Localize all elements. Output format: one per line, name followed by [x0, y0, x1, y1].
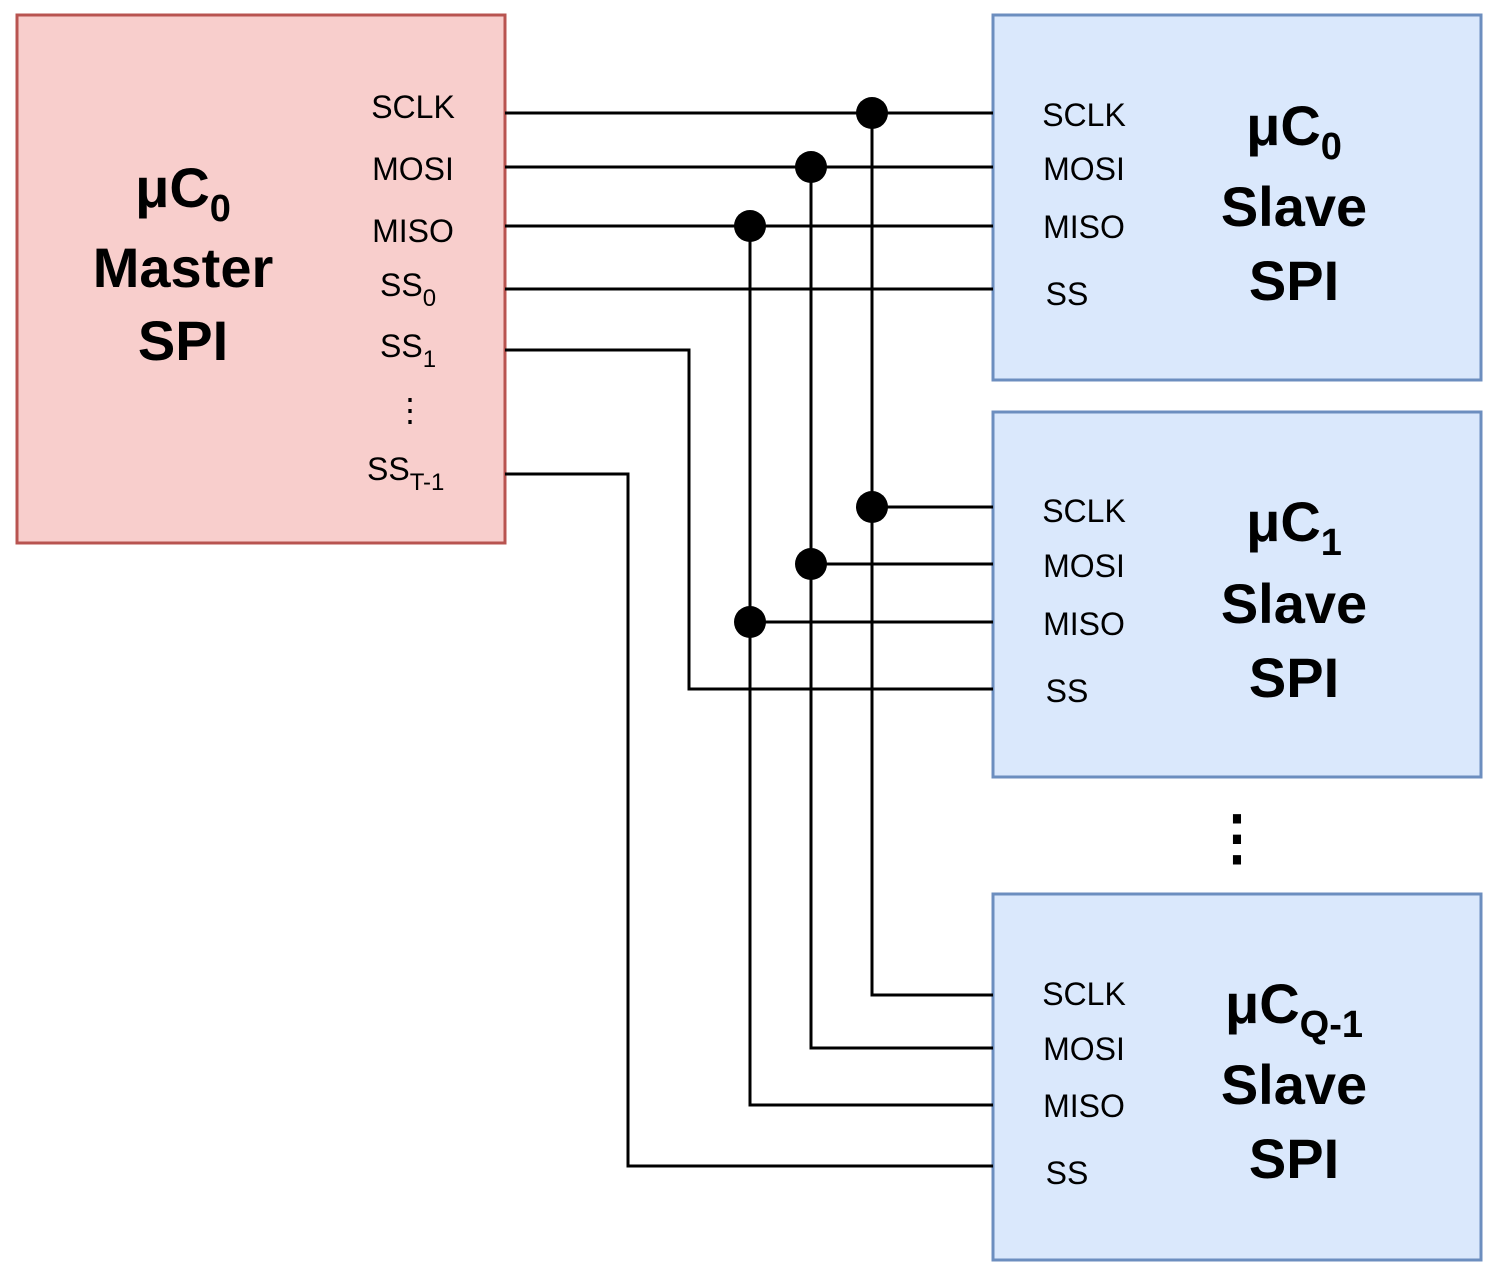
master-pin-sslast: SST-1 — [367, 451, 444, 496]
slave-last-protocol: SPI — [1249, 1127, 1339, 1190]
slave-last-title: μCQ-1 — [1225, 972, 1363, 1046]
slave-0-pin-miso: MISO — [1043, 209, 1125, 245]
junction-miso-slave1 — [734, 606, 766, 638]
junction-miso-top — [734, 210, 766, 242]
slave-box-0 — [991, 13, 1483, 382]
slave-1-protocol: SPI — [1249, 646, 1339, 709]
slave-1-pin-mosi: MOSI — [1043, 548, 1125, 584]
master-protocol: SPI — [138, 309, 228, 372]
slave-1-role: Slave — [1221, 572, 1367, 635]
slave-1-pin-miso: MISO — [1043, 606, 1125, 642]
junction-mosi-slave1 — [795, 548, 827, 580]
slave-last-role: Slave — [1221, 1053, 1367, 1116]
slave-ellipsis: ⋮ — [1207, 804, 1267, 871]
slave-1-pin-ss: SS — [1046, 673, 1089, 709]
wire-ss1 — [505, 348, 993, 691]
slave-0-title: μC0 — [1246, 94, 1342, 168]
bus-miso — [748, 226, 993, 1107]
slave-last-pin-sclk: SCLK — [1042, 976, 1126, 1012]
slave-box-last — [991, 892, 1483, 1262]
slave-last-pin-mosi: MOSI — [1043, 1031, 1125, 1067]
junction-sclk-slave1 — [856, 491, 888, 523]
master-pin-ss1: SS1 — [380, 328, 436, 373]
master-role: Master — [93, 236, 274, 299]
slave-0-pin-mosi: MOSI — [1043, 151, 1125, 187]
junction-sclk-top — [856, 97, 888, 129]
slave-0-role: Slave — [1221, 175, 1367, 238]
master-title: μC0 — [135, 156, 231, 230]
bus-sclk — [870, 113, 993, 997]
master-pin-sclk: SCLK — [371, 89, 455, 125]
slave-0-protocol: SPI — [1249, 249, 1339, 312]
junction-mosi-top — [795, 151, 827, 183]
slave-0-pin-sclk: SCLK — [1042, 97, 1126, 133]
master-box — [15, 13, 507, 545]
master-pin-miso: MISO — [372, 213, 454, 249]
bus-mosi — [809, 167, 993, 1050]
slave-1-title: μC1 — [1246, 490, 1342, 564]
master-pin-ss0: SS0 — [380, 267, 436, 312]
slave-0-pin-ss: SS — [1046, 276, 1089, 312]
master-pin-mosi: MOSI — [372, 151, 454, 187]
wire-sslast — [505, 472, 993, 1168]
slave-last-pin-ss: SS — [1046, 1155, 1089, 1191]
master-pin-ellipsis: ⋮ — [394, 392, 426, 428]
slave-box-1 — [991, 410, 1483, 779]
slave-1-pin-sclk: SCLK — [1042, 493, 1126, 529]
slave-last-pin-miso: MISO — [1043, 1088, 1125, 1124]
